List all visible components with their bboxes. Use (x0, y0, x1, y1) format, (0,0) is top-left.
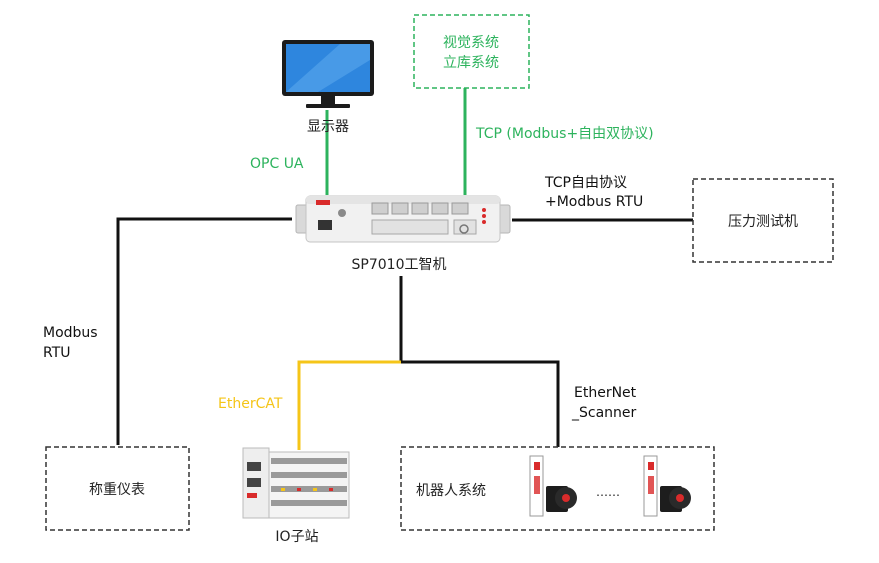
ethernet-link (399, 276, 560, 447)
ethernet-label-1: EtherNet (574, 385, 637, 401)
modbus-label-1: Modbus (43, 325, 98, 341)
modbus-rtu-link (116, 217, 292, 445)
vision-box (413, 14, 530, 89)
robot-box (400, 446, 715, 531)
ethercat-link (297, 360, 401, 450)
warehouse-label: 立库系统 (443, 55, 499, 71)
tcp-green-label: TCP (Modbus+自由双协议) (475, 126, 654, 142)
opc-ua-label: OPC UA (250, 156, 304, 172)
pressure-tester-box (692, 178, 834, 263)
display-label: 显示器 (307, 119, 349, 135)
robot-label: 机器人系统 (416, 483, 486, 499)
io-station-label: IO子站 (275, 529, 318, 545)
servo-motor-icon (529, 455, 577, 517)
modbus-label-2: RTU (43, 345, 71, 361)
ethercat-label: EtherCAT (218, 396, 283, 412)
vision-label: 视觉系统 (443, 35, 499, 51)
controller-device-icon (295, 195, 511, 243)
tcp-black-label-1: TCP自由协议 (544, 175, 627, 191)
controller-label: SP7010工智机 (352, 257, 447, 273)
robot-ellipsis: …… (596, 485, 620, 499)
ethernet-label-2: _Scanner (571, 405, 637, 421)
scale-box (45, 446, 190, 531)
scale-label: 称重仪表 (89, 482, 145, 498)
pressure-tester-label: 压力测试机 (728, 214, 798, 230)
tcp-black-label-2: +Modbus RTU (545, 194, 643, 210)
io-module-icon (242, 447, 350, 519)
servo-motor-icon (643, 455, 691, 517)
monitor-icon (282, 40, 374, 108)
